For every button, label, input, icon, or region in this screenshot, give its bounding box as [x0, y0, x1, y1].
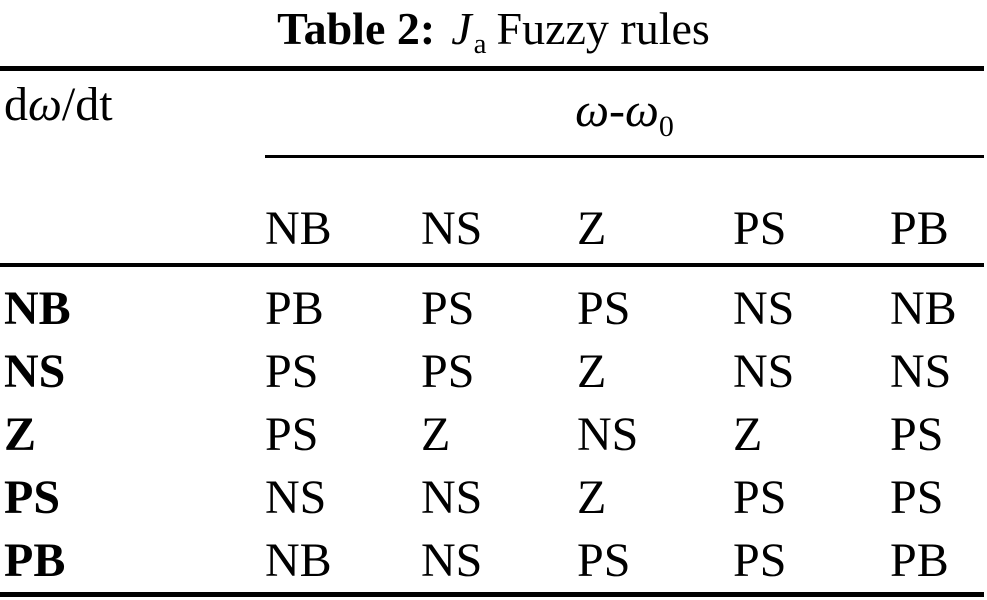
cell: PS — [890, 471, 944, 524]
cell: NB — [265, 534, 332, 587]
cell: PS — [577, 282, 631, 335]
cell: NS — [265, 471, 327, 524]
cell: NS — [421, 534, 483, 587]
cell: NS — [577, 408, 639, 461]
table-caption: Table 2: Ja Fuzzy rules — [0, 0, 987, 66]
cell: Z — [421, 408, 451, 461]
table-row-pb: PB NB NS PS PS PB — [0, 529, 984, 595]
table-group-header-row: dω/dt ω-ω0 — [0, 68, 985, 158]
column-header-ps: PS — [733, 156, 890, 267]
table-caption-symbol: J — [451, 3, 472, 54]
column-header-ns: NS — [421, 156, 577, 267]
cell: PB — [890, 534, 949, 587]
cell: Z — [577, 345, 607, 398]
row-label: Z — [4, 408, 37, 461]
table-column-header-row: NB NS Z PS PB — [0, 156, 985, 267]
col-axis-label: ω-ω0 — [265, 68, 985, 158]
column-header-z: Z — [577, 156, 733, 267]
cell: PS — [733, 534, 787, 587]
table-row-nb: NB PB PS PS NS NB — [0, 265, 984, 340]
col-axis-subscript: 0 — [658, 110, 674, 143]
column-header-nb: NB — [265, 156, 421, 267]
row-label: PB — [4, 534, 66, 587]
row-label: NS — [4, 345, 66, 398]
cell: Z — [733, 408, 763, 461]
table-row-z: Z PS Z NS Z PS — [0, 403, 984, 466]
cell: NS — [421, 471, 483, 524]
cell: PS — [421, 345, 475, 398]
row-axis-d: d — [4, 78, 28, 131]
table-caption-text: Fuzzy rules — [496, 3, 710, 54]
cell: PS — [265, 345, 319, 398]
fuzzy-rules-table: dω/dt ω-ω0 NB NS Z PS PB NB PB PS PS NS … — [0, 66, 985, 597]
row-label: PS — [4, 471, 61, 524]
cell: NS — [733, 345, 795, 398]
column-header-pb: PB — [890, 156, 985, 267]
cell: PS — [265, 408, 319, 461]
cell: PS — [890, 408, 944, 461]
cell: PS — [733, 471, 787, 524]
table-caption-number: Table 2: — [277, 3, 436, 54]
row-axis-label: dω/dt — [0, 69, 265, 157]
cell: NB — [890, 282, 957, 335]
cell: PB — [265, 282, 324, 335]
cell: PS — [577, 534, 631, 587]
row-axis-omega: ω — [28, 78, 62, 131]
cell: PS — [421, 282, 475, 335]
row-axis-dt: /dt — [61, 78, 113, 131]
table-row-ps: PS NS NS Z PS PS — [0, 466, 984, 529]
cell: NS — [890, 345, 952, 398]
row-label: NB — [4, 282, 71, 335]
table-caption-symbol-subscript: a — [473, 28, 487, 60]
cell: Z — [577, 471, 607, 524]
cell: NS — [733, 282, 795, 335]
column-header-spacer — [0, 156, 265, 267]
col-axis-omega2: ω — [625, 84, 659, 137]
table-row-ns: NS PS PS Z NS NS — [0, 340, 984, 403]
col-axis-minus: - — [609, 84, 625, 137]
col-axis-omega1: ω — [575, 84, 610, 137]
